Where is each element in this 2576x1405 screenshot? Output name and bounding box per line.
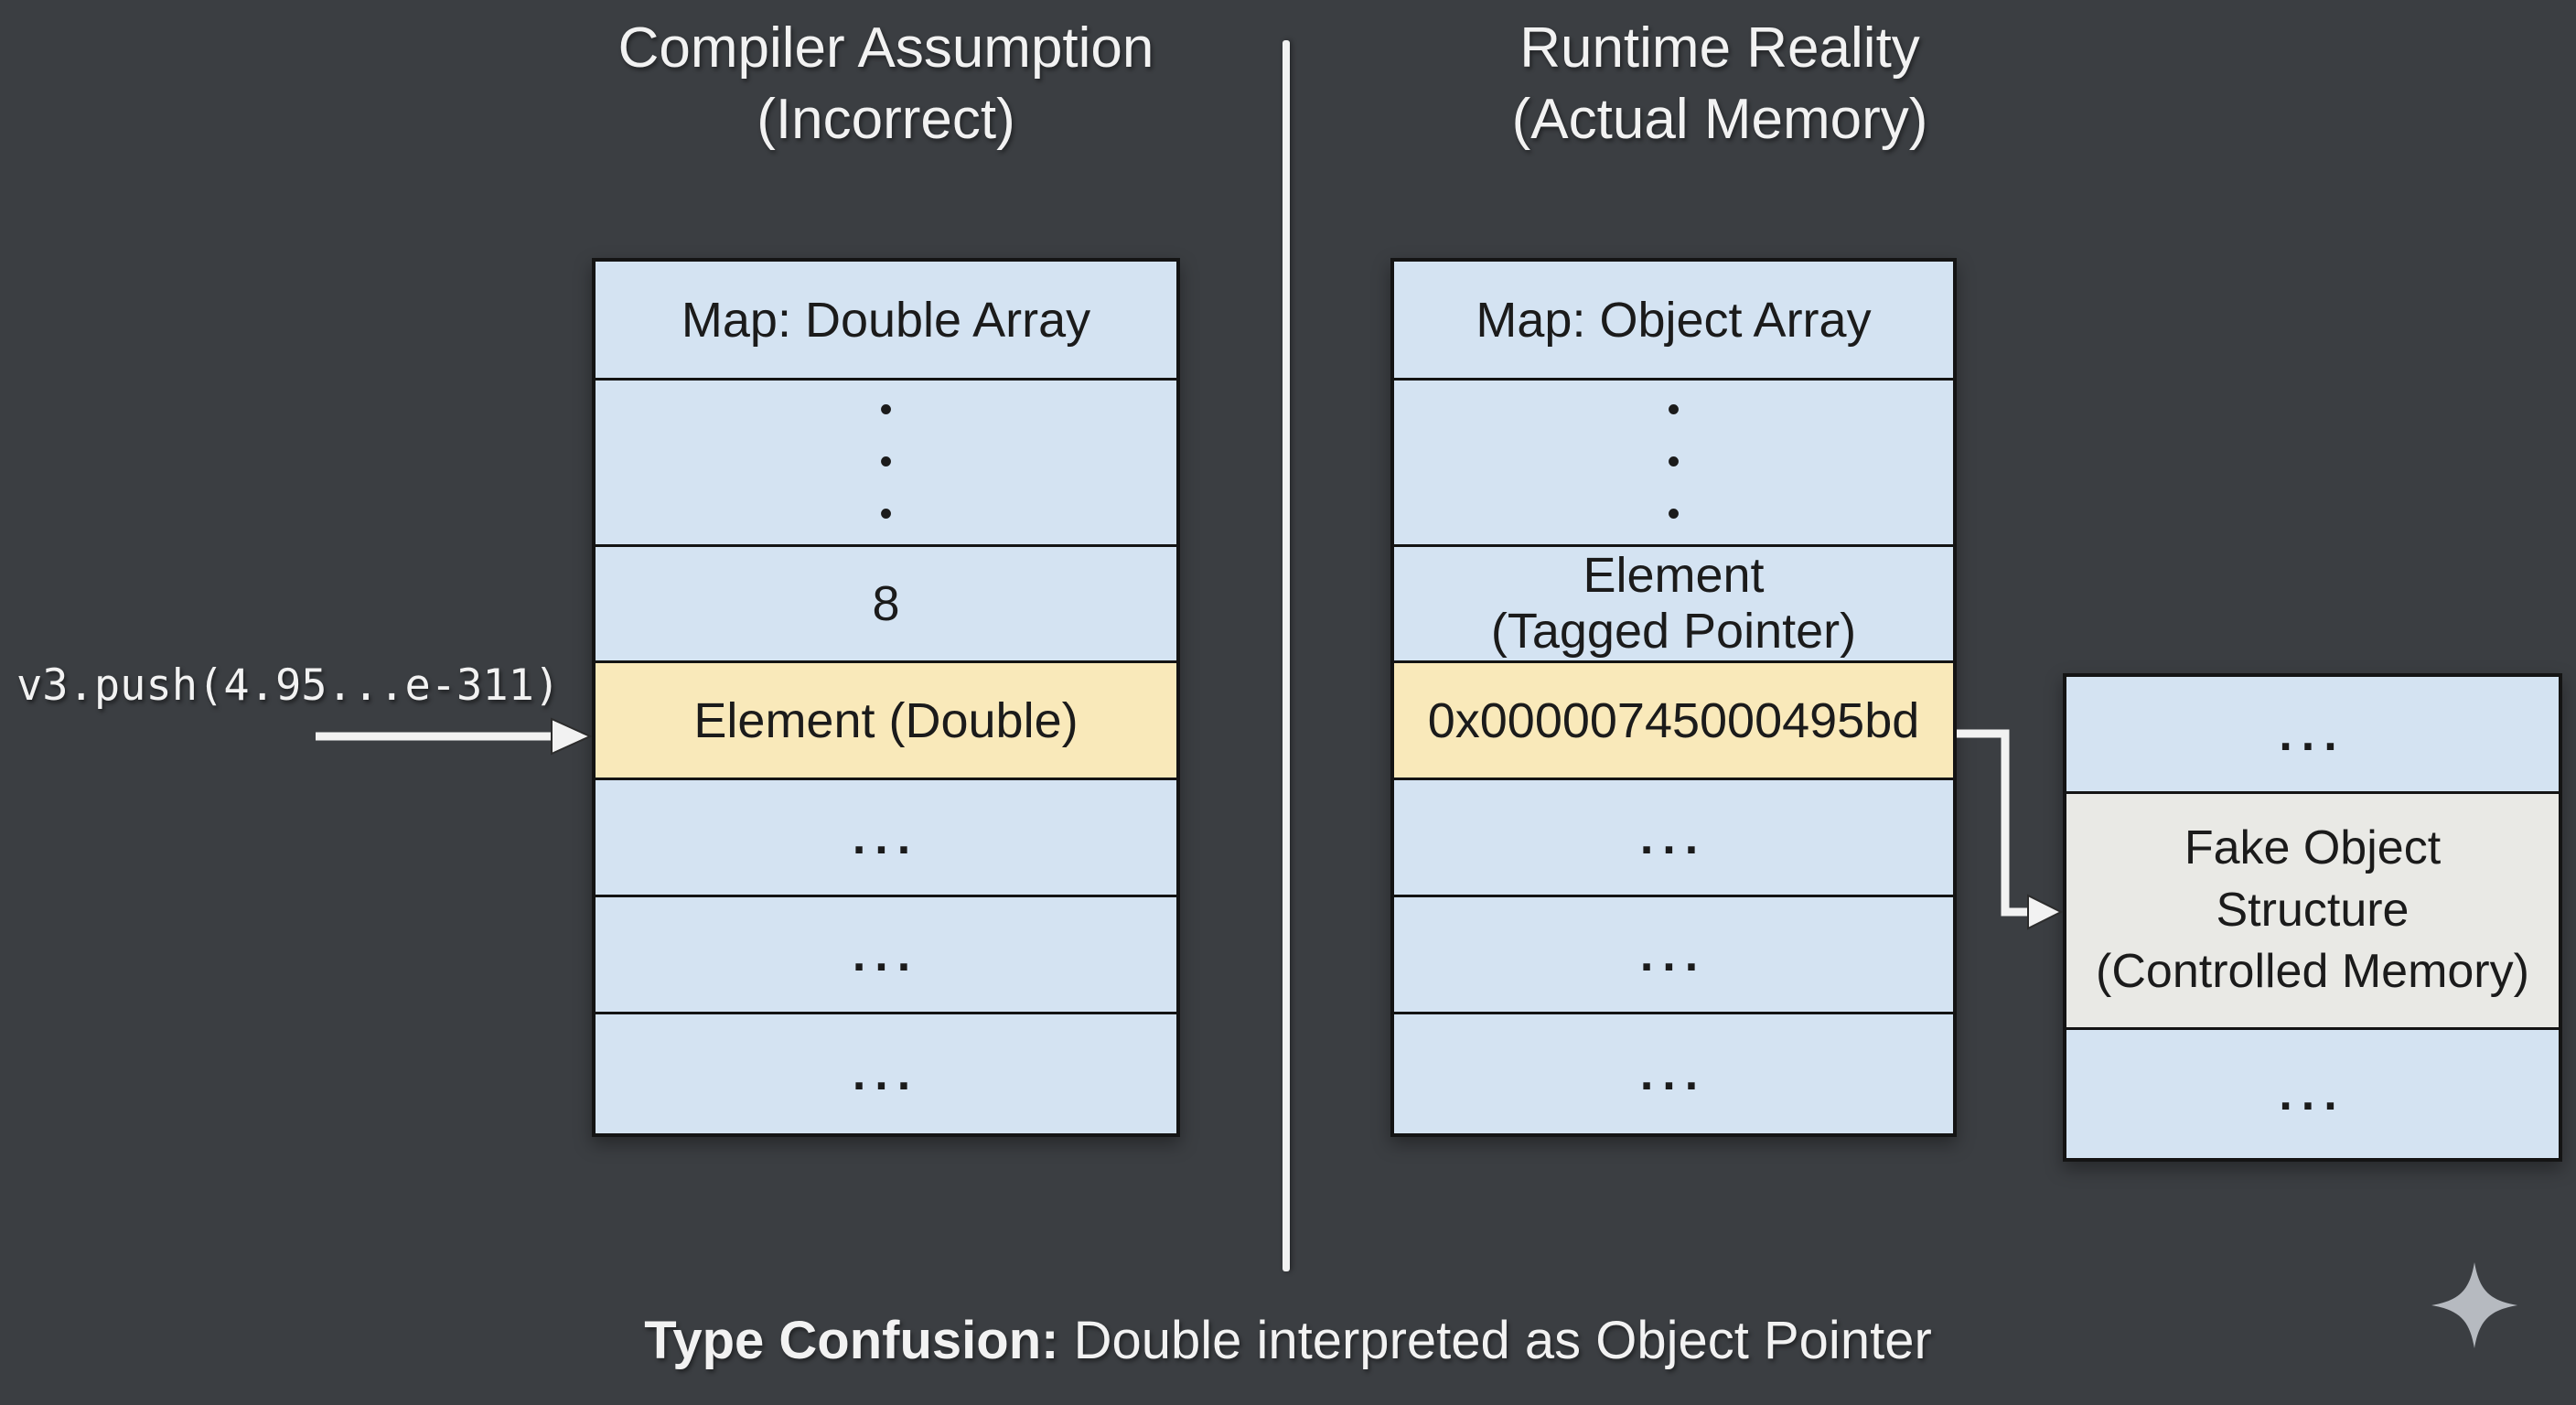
pointer-elbow-arrow-icon xyxy=(1957,729,2064,930)
push-arrow-icon xyxy=(316,717,592,756)
left-header-line1: Compiler Assumption xyxy=(617,16,1154,80)
right-column-header: Runtime Reality (Actual Memory) xyxy=(1390,13,2049,156)
length-cell: 8 xyxy=(596,547,1176,663)
ellipsis-row: ... xyxy=(596,780,1176,897)
sparkle-icon xyxy=(2431,1261,2518,1349)
fake-object-table: ... Fake Object Structure (Controlled Me… xyxy=(2063,673,2562,1162)
map-object-array-cell: Map: Object Array xyxy=(1394,262,1953,381)
ellipsis-row: ... xyxy=(1394,1014,1953,1133)
vertical-ellipsis-cell: • • • xyxy=(596,381,1176,547)
tagged-pointer-value-cell: 0x00000745000495bd xyxy=(1394,663,1953,780)
ellipsis-row: ... xyxy=(2066,1030,2559,1158)
ellipsis-row: ... xyxy=(596,897,1176,1014)
ellipsis-row: ... xyxy=(596,1014,1176,1133)
right-header-line2: (Actual Memory) xyxy=(1511,88,1928,152)
fake-object-structure-cell: Fake Object Structure (Controlled Memory… xyxy=(2066,794,2559,1030)
right-header-line1: Runtime Reality xyxy=(1519,16,1920,80)
caption-description: Double interpreted as Object Pointer xyxy=(1058,1311,1932,1370)
left-header-line2: (Incorrect) xyxy=(757,88,1015,152)
push-call-annotation: v3.push(4.95...e-311) xyxy=(16,660,561,711)
column-divider xyxy=(1283,40,1290,1271)
element-tagged-pointer-cell: Element (Tagged Pointer) xyxy=(1394,547,1953,663)
map-double-array-cell: Map: Double Array xyxy=(596,262,1176,381)
element-double-cell: Element (Double) xyxy=(596,663,1176,780)
left-column-header: Compiler Assumption (Incorrect) xyxy=(592,13,1180,156)
caption: Type Confusion: Double interpreted as Ob… xyxy=(0,1310,2576,1371)
ellipsis-row: ... xyxy=(2066,677,2559,794)
compiler-assumption-table: Map: Double Array • • • 8 Element (Doubl… xyxy=(592,258,1180,1137)
runtime-reality-table: Map: Object Array • • • Element (Tagged … xyxy=(1390,258,1957,1137)
ellipsis-row: ... xyxy=(1394,897,1953,1014)
ellipsis-row: ... xyxy=(1394,780,1953,897)
caption-term: Type Confusion: xyxy=(644,1311,1059,1370)
vertical-ellipsis-cell: • • • xyxy=(1394,381,1953,547)
